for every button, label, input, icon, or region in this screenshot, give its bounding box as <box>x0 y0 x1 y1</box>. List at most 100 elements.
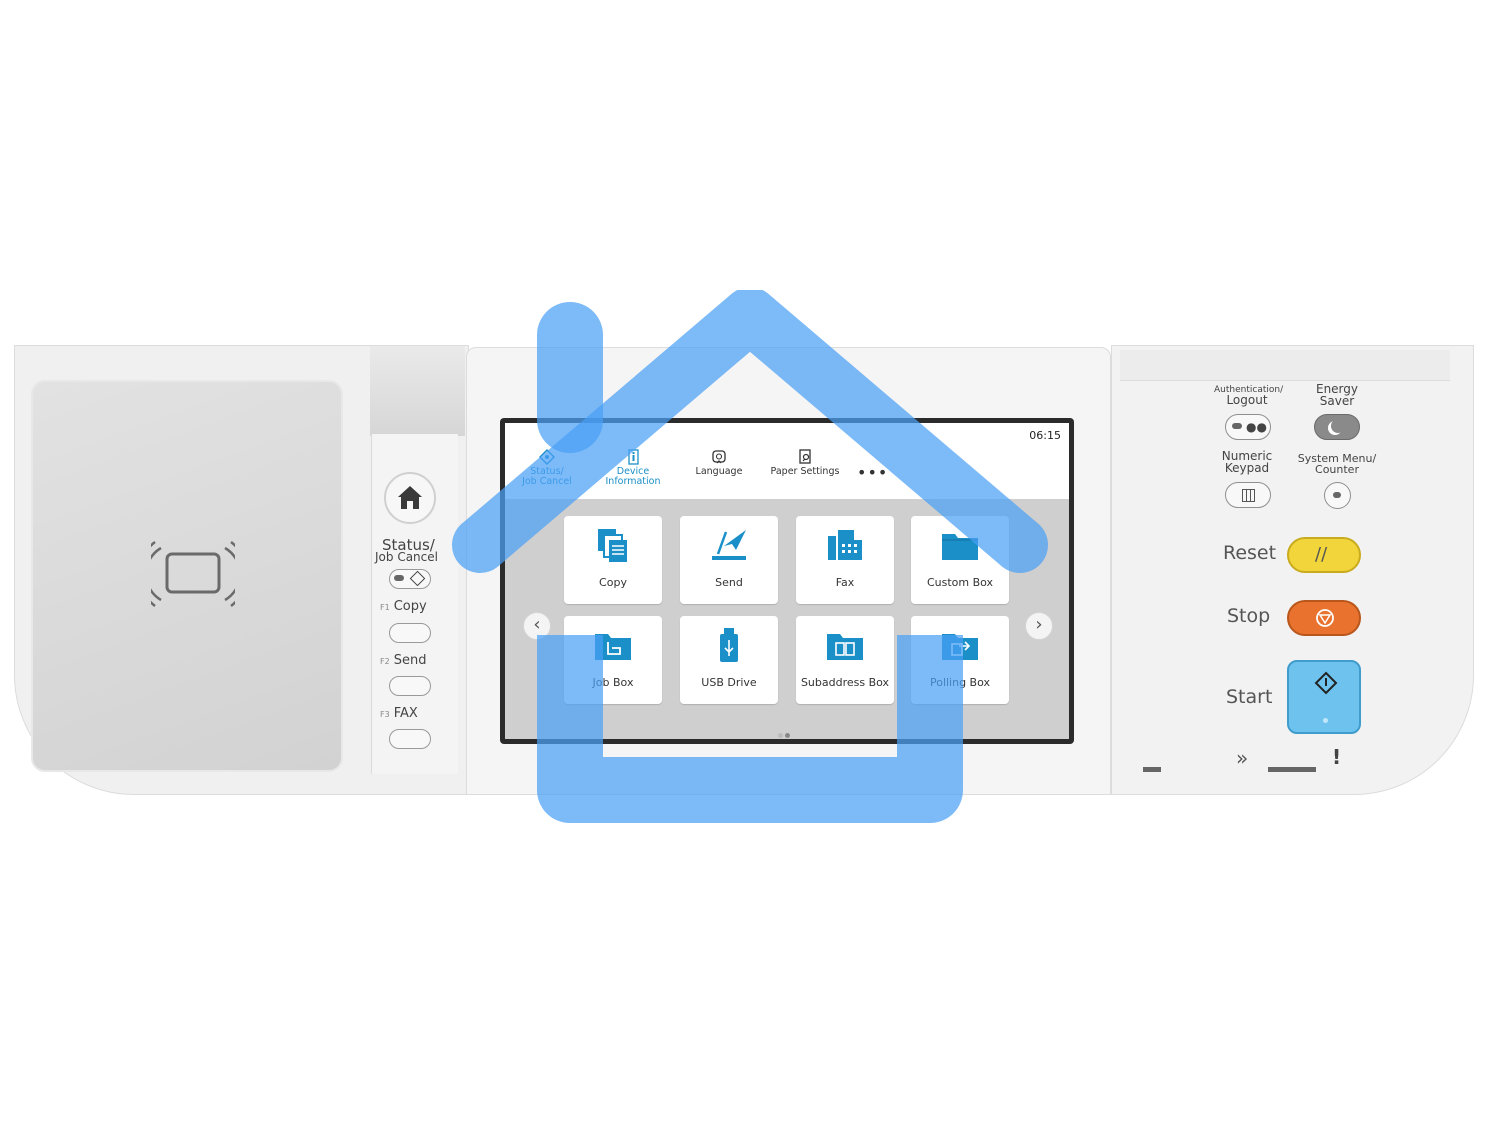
status-eye-icon <box>539 449 555 465</box>
folder-icon <box>942 534 978 560</box>
tile-usb-drive-label: USB Drive <box>701 676 757 689</box>
top-language[interactable]: Language <box>679 449 759 477</box>
f1-copy-label: Copy <box>393 599 427 614</box>
status-eye-icon <box>394 575 404 581</box>
auth-label-1: Authentication/ <box>1214 385 1284 395</box>
nfc-card-icon <box>151 541 235 607</box>
tile-send[interactable]: Send <box>680 516 778 604</box>
tile-job-box[interactable]: Job Box <box>564 616 662 704</box>
energy-label-2: Saver <box>1319 394 1355 408</box>
clock: 06:15 <box>1029 429 1061 442</box>
tile-custom-box[interactable]: Custom Box <box>911 516 1009 604</box>
f2-send-button[interactable] <box>389 676 431 696</box>
next-page-button[interactable]: › <box>1025 612 1053 640</box>
attention-indicator: ! <box>1332 745 1342 769</box>
fax-icon <box>828 530 862 560</box>
send-icon <box>712 530 746 560</box>
tile-polling-box-label: Polling Box <box>929 676 991 689</box>
menu-dot-icon <box>1333 492 1341 498</box>
start-label: Start <box>1226 686 1273 708</box>
memory-indicator <box>1268 767 1316 772</box>
start-led <box>1323 718 1328 723</box>
status-key-label: Status/ <box>382 536 435 554</box>
users-icon: ●● <box>1246 420 1267 434</box>
top-language-label: Language <box>695 466 743 477</box>
touch-screen: 06:15 Status/ Job Cancel Device Informat… <box>500 418 1074 744</box>
auth-label-2: Logout <box>1226 393 1268 407</box>
tile-job-box-label: Job Box <box>592 676 634 689</box>
energy-saver-button[interactable] <box>1314 414 1360 440</box>
previous-page-button[interactable]: ‹ <box>523 612 551 640</box>
reset-label: Reset <box>1223 542 1277 564</box>
page-dot-active <box>785 733 790 738</box>
panel-hinge <box>370 346 465 436</box>
sysmenu-label-2: Counter <box>1315 463 1359 476</box>
home-button[interactable] <box>384 472 436 524</box>
chevron-left-icon: ‹ <box>533 614 541 635</box>
f2-key: F2 <box>380 657 390 666</box>
tile-usb-drive[interactable]: USB Drive <box>680 616 778 704</box>
tile-polling-box[interactable]: Polling Box <box>911 616 1009 704</box>
tile-subaddress-box-label: Subaddress Box <box>800 676 890 689</box>
subaddress-box-icon <box>827 634 863 660</box>
tile-fax-label: Fax <box>835 576 855 589</box>
screen-top-bar: 06:15 Status/ Job Cancel Device Informat… <box>505 423 1069 499</box>
top-paper-settings[interactable]: Paper Settings <box>765 449 845 477</box>
user-pair-icon <box>1232 423 1242 429</box>
top-device-information[interactable]: Device Information <box>593 449 673 487</box>
more-menu-button[interactable]: ••• <box>857 463 889 482</box>
language-icon <box>712 450 726 464</box>
right-panel-top <box>1120 350 1450 381</box>
numeric-keypad-button[interactable] <box>1225 482 1271 508</box>
tile-copy[interactable]: Copy <box>564 516 662 604</box>
top-status-job-cancel[interactable]: Status/ Job Cancel <box>507 449 587 487</box>
tile-custom-box-label: Custom Box <box>926 576 994 589</box>
start-diamond-icon <box>1314 671 1338 695</box>
status-key-label-2: Job Cancel <box>375 550 438 564</box>
f3-fax-button[interactable] <box>389 729 431 749</box>
f3-fax-label: FAX <box>393 706 418 721</box>
copy-icon <box>598 529 627 562</box>
reset-slash-icon: // <box>1315 544 1328 565</box>
tile-fax[interactable]: Fax <box>796 516 894 604</box>
stop-icon <box>1316 609 1334 627</box>
f1-key: F1 <box>380 603 390 612</box>
energy-label-1: Energy <box>1315 382 1358 396</box>
screen-content: 06:15 Status/ Job Cancel Device Informat… <box>505 423 1069 739</box>
page-dot <box>778 733 783 738</box>
page-indicator <box>777 723 791 739</box>
tile-send-label: Send <box>715 576 743 589</box>
usb-drive-icon <box>720 628 738 662</box>
stop-button[interactable] <box>1287 600 1361 636</box>
tile-subaddress-box[interactable]: Subaddress Box <box>796 616 894 704</box>
numeric-label-1: Numeric <box>1221 449 1273 463</box>
polling-box-icon <box>942 634 978 660</box>
chevron-right-icon: › <box>1035 614 1043 635</box>
paper-settings-icon <box>799 449 811 464</box>
system-menu-counter-button[interactable] <box>1324 482 1351 509</box>
top-status-label: Status/ Job Cancel <box>522 466 572 487</box>
status-job-cancel-button[interactable] <box>389 569 431 589</box>
keypad-icon <box>1242 489 1255 502</box>
home-icon <box>398 486 422 509</box>
diamond-eye-icon <box>409 570 426 587</box>
device-info-icon <box>628 449 639 465</box>
sysmenu-label-1: System Menu/ <box>1297 452 1377 465</box>
numeric-label-2: Keypad <box>1224 461 1270 475</box>
tile-copy-label: Copy <box>599 576 627 589</box>
card-reader <box>31 380 343 772</box>
authentication-logout-button[interactable]: ●● <box>1225 414 1271 440</box>
top-device-info-label: Device Information <box>605 466 661 487</box>
f3-key: F3 <box>380 710 390 719</box>
processing-indicator: » <box>1236 746 1249 770</box>
start-button[interactable] <box>1287 660 1361 734</box>
job-box-icon <box>595 634 631 660</box>
top-paper-settings-label: Paper Settings <box>770 466 840 477</box>
f1-copy-button[interactable] <box>389 623 431 643</box>
f2-send-label: Send <box>393 653 427 668</box>
moon-icon <box>1331 419 1345 433</box>
reset-button[interactable]: // <box>1287 537 1361 573</box>
